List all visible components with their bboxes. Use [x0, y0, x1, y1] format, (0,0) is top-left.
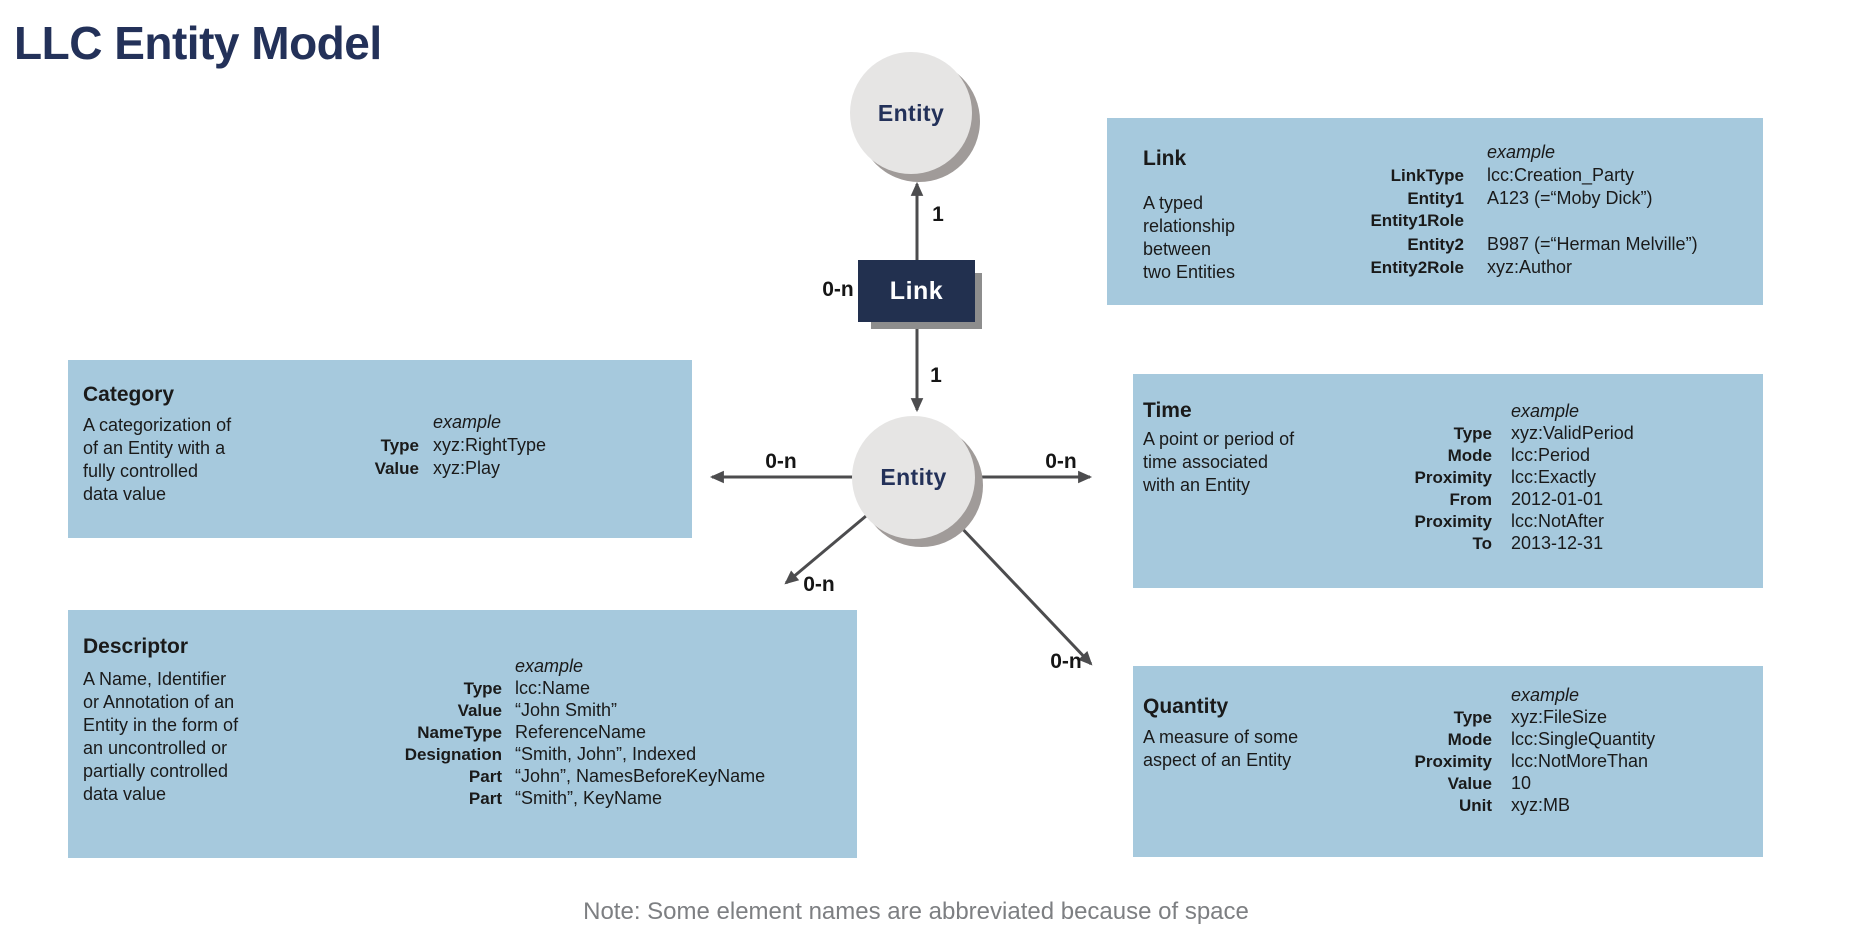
attribute-value: B987 (=“Herman Melville”): [1487, 234, 1698, 254]
time-panel-attributes: example Type xyz:ValidPeriod Mode lcc:Peri…: [1292, 401, 1634, 555]
attribute-value: xyz:MB: [1511, 795, 1571, 815]
attribute-key: To: [1472, 534, 1492, 553]
descriptor-panel-title: Descriptor: [83, 635, 189, 658]
attribute-value: lcc:NotAfter: [1511, 511, 1605, 531]
link-node: Link: [858, 260, 975, 322]
attribute-key: Designation: [404, 745, 502, 764]
link-panel: Link A typed relationship between two En…: [1107, 118, 1763, 305]
arrow-entity-to-descriptor: [784, 514, 867, 585]
cardinality-label-category: 0-n: [765, 450, 797, 473]
category-panel-attributes: example Type xyz:RightType Value xyz:Play: [259, 412, 546, 481]
attribute-value: “Smith”, KeyName: [515, 788, 663, 808]
attribute-key: NameType: [417, 723, 502, 742]
attribute-key: Type: [1453, 708, 1492, 727]
attribute-value: 2013-12-31: [1511, 533, 1604, 553]
attribute-value: lcc:Period: [1511, 445, 1591, 465]
footnote: Note: Some element names are abbreviated…: [583, 898, 1249, 925]
attribute-value: 10: [1511, 773, 1532, 793]
example-label: example: [1511, 685, 1580, 705]
attribute-value: lcc:Creation_Party: [1487, 165, 1635, 185]
quantity-panel: Quantity A measure of some aspect of an …: [1133, 666, 1763, 857]
descriptor-panel-description: A Name, Identifier or Annotation of an E…: [83, 669, 239, 804]
cardinality-label-descriptor: 0-n: [803, 573, 835, 596]
attribute-key: LinkType: [1390, 166, 1464, 185]
category-panel: Category A categorization of of an Entit…: [68, 360, 692, 538]
entity-node-center: Entity: [852, 416, 975, 539]
attribute-key: From: [1449, 490, 1493, 509]
entity-node-top: Entity: [850, 52, 972, 174]
attribute-value: “Smith, John”, Indexed: [515, 744, 697, 764]
attribute-key: Proximity: [1414, 512, 1492, 531]
category-panel-title: Category: [83, 383, 175, 406]
attribute-key: Proximity: [1414, 752, 1492, 771]
category-panel-description: A categorization of of an Entity with a …: [83, 415, 232, 504]
quantity-panel-title: Quantity: [1143, 695, 1229, 718]
attribute-key: Proximity: [1414, 468, 1492, 487]
attribute-key: Entity1: [1407, 189, 1464, 208]
descriptor-panel-attributes: example Type lcc:Name Value “John Smith” N…: [322, 656, 765, 810]
attribute-key: Mode: [1447, 730, 1492, 749]
attribute-value: ReferenceName: [515, 722, 647, 742]
attribute-value: “John Smith”: [515, 700, 618, 720]
attribute-value: xyz:ValidPeriod: [1511, 423, 1634, 443]
link-node-label: Link: [889, 276, 944, 305]
time-panel: Time A point or period of time associate…: [1133, 374, 1763, 588]
attribute-value: xyz:Author: [1487, 257, 1573, 277]
attribute-value: lcc:NotMoreThan: [1511, 751, 1649, 771]
example-label: example: [1511, 401, 1580, 421]
attribute-value: 2012-01-01: [1511, 489, 1604, 509]
example-label: example: [515, 656, 584, 676]
attribute-key: Part: [468, 767, 502, 786]
attribute-key: Type: [1453, 424, 1492, 443]
link-panel-description: A typed relationship between two Entitie…: [1143, 193, 1236, 282]
entity-node-label: Entity: [880, 464, 947, 490]
attribute-key: Entity1Role: [1370, 211, 1464, 230]
attribute-key: Entity2Role: [1370, 258, 1464, 277]
entity-node-label: Entity: [877, 99, 945, 126]
attribute-key: Value: [457, 701, 502, 720]
time-panel-description: A point or period of time associated wit…: [1143, 429, 1295, 495]
time-panel-title: Time: [1143, 399, 1192, 422]
attribute-value: A123 (=“Moby Dick”): [1487, 188, 1653, 208]
attribute-value: “John”, NamesBeforeKeyName: [515, 766, 766, 786]
quantity-panel-description: A measure of some aspect of an Entity: [1143, 727, 1299, 770]
cardinality-label-quantity: 0-n: [1050, 650, 1082, 673]
attribute-value: xyz:RightType: [433, 435, 547, 455]
attribute-key: Mode: [1447, 446, 1492, 465]
page-title: LLC Entity Model: [14, 17, 382, 69]
attribute-key: Value: [374, 459, 419, 478]
cardinality-label-link-side: 0-n: [822, 278, 854, 301]
example-label: example: [433, 412, 502, 432]
attribute-key: Value: [1447, 774, 1492, 793]
attribute-value: lcc:SingleQuantity: [1511, 729, 1656, 749]
cardinality-label-middle: 1: [930, 364, 942, 387]
attribute-key: Type: [463, 679, 502, 698]
cardinality-label-time: 0-n: [1045, 450, 1077, 473]
attribute-key: Unit: [1458, 796, 1492, 815]
quantity-panel-attributes: example Type xyz:FileSize Mode lcc:SingleQ…: [1292, 685, 1656, 817]
link-panel-title: Link: [1143, 147, 1187, 170]
attribute-key: Type: [380, 436, 419, 455]
arrow-entity-to-quantity: [954, 520, 1093, 666]
attribute-value: lcc:Exactly: [1511, 467, 1597, 487]
descriptor-panel: Descriptor A Name, Identifier or Annotat…: [68, 610, 857, 858]
attribute-value: xyz:Play: [433, 458, 501, 478]
example-label: example: [1487, 142, 1556, 162]
attribute-key: Entity2: [1407, 235, 1464, 254]
attribute-key: Part: [468, 789, 502, 808]
attribute-value: xyz:FileSize: [1511, 707, 1608, 727]
attribute-value: lcc:Name: [515, 678, 591, 698]
cardinality-label-top: 1: [932, 203, 944, 226]
link-panel-attributes: example LinkType lcc:Creation_Party Entit…: [1204, 142, 1698, 280]
